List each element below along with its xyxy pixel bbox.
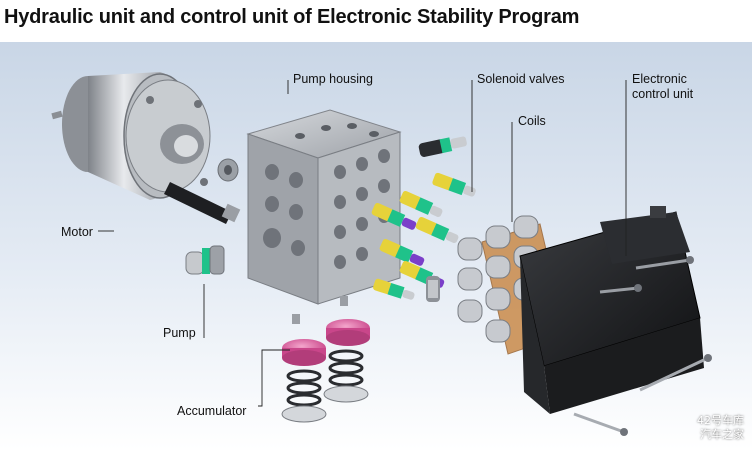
label-solenoid-valves: Solenoid valves [477,72,565,86]
label-accumulator: Accumulator [177,404,247,418]
pump-housing-block [246,109,402,305]
leader-lines [98,80,627,407]
accumulators [281,296,370,423]
page-title: Hydraulic unit and control unit of Elect… [4,6,580,28]
pump-element [185,245,225,275]
electronic-control-unit [519,206,712,436]
label-coils: Coils [518,114,546,128]
label-control-unit: control unit [632,87,694,101]
motor [51,72,241,224]
label-electronic: Electronic [632,72,687,86]
watermark-line-1: 42号车库 [697,414,744,427]
solenoid-valves [371,136,476,302]
label-motor: Motor [61,225,93,239]
label-pump: Pump [163,326,196,340]
watermark-line-2: 汽车之家 [700,428,744,441]
watermark: 42号车库 汽车之家 [697,414,744,442]
label-pump-housing: Pump housing [293,72,373,86]
exploded-view-illustration [0,42,752,450]
